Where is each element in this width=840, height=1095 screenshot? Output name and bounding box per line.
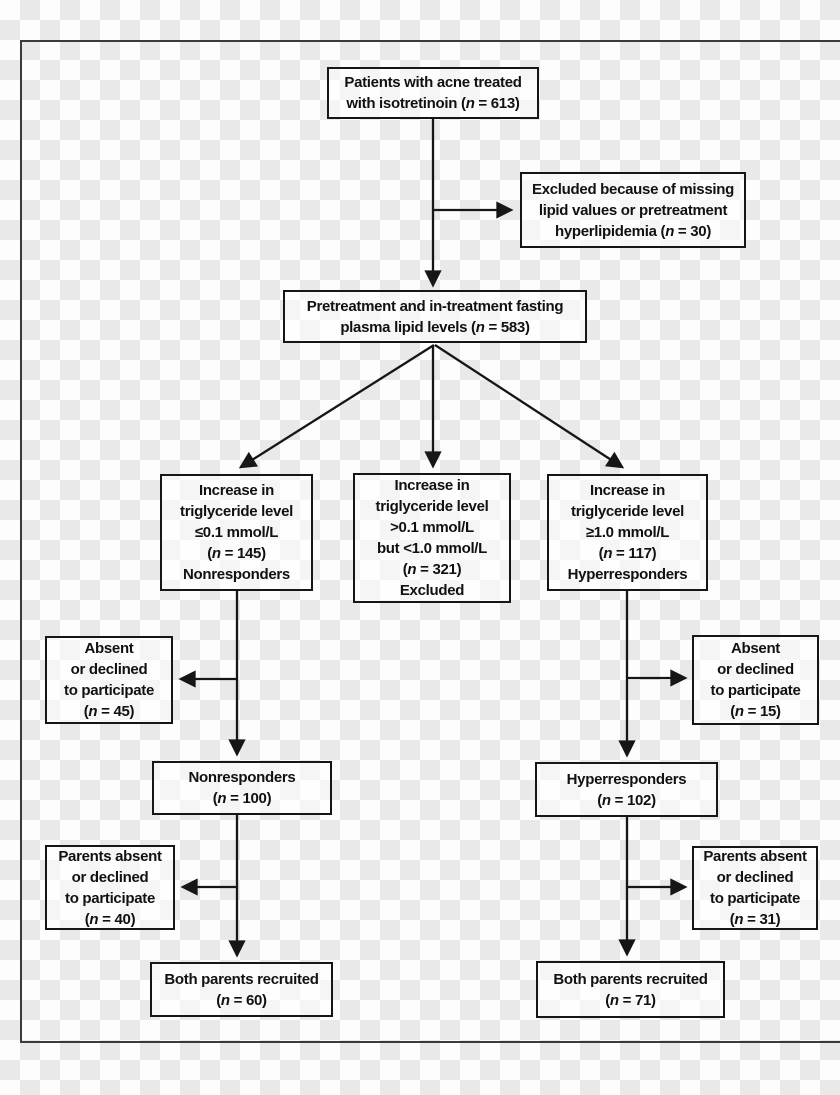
- node-nonresponders: Nonresponders(n = 100): [152, 761, 332, 815]
- node-recruited-left: Both parents recruited(n = 60): [150, 962, 333, 1017]
- arrow-lipid-to-nonresponder-branch: [238, 344, 435, 469]
- node-recruited-right: Both parents recruited(n = 71): [536, 961, 725, 1018]
- arrow-lipid-to-hyperresponder-branch: [434, 344, 625, 469]
- node-hyperresponders: Hyperresponders(n = 102): [535, 762, 718, 817]
